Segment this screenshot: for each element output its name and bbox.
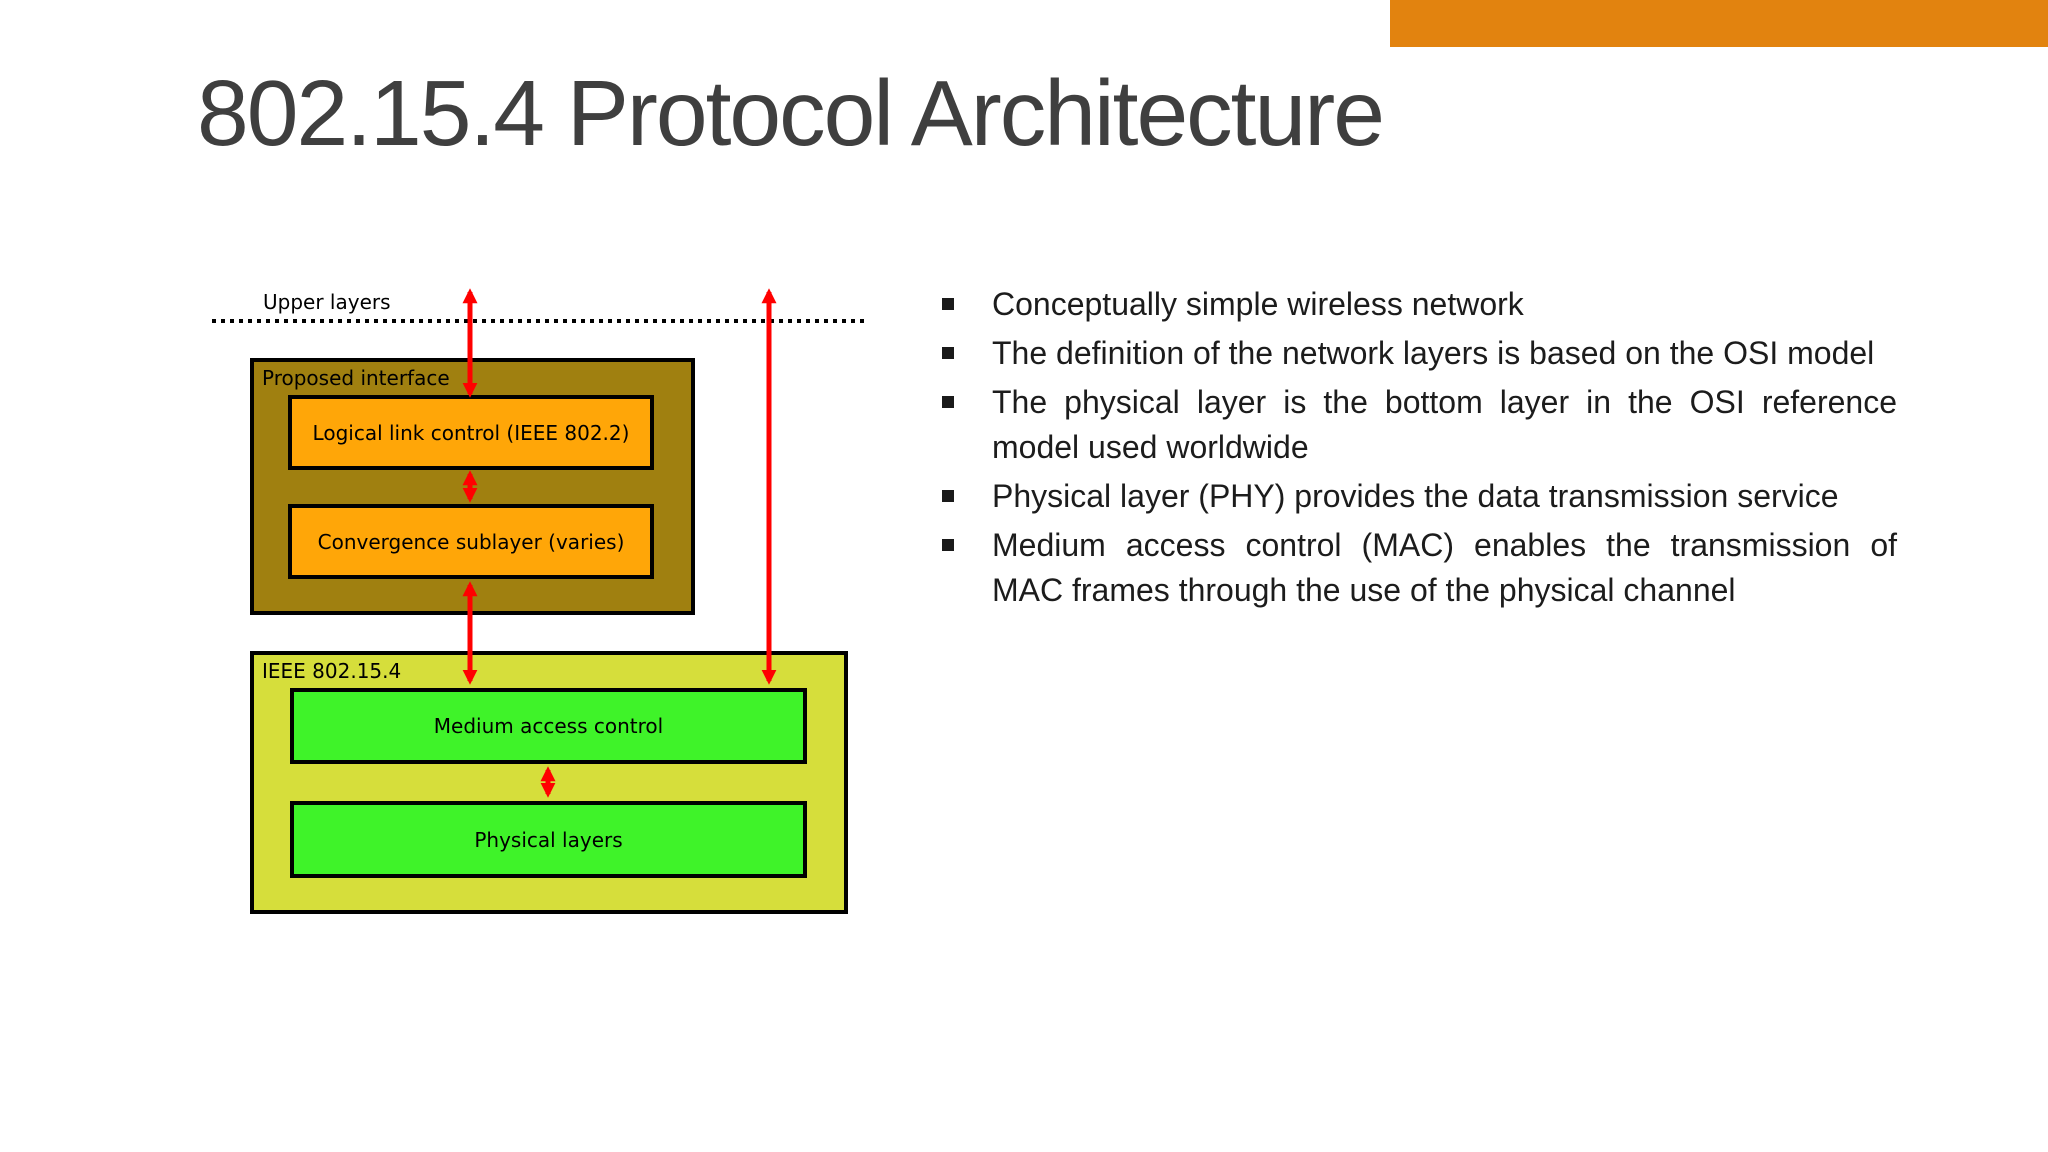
medium-access-control-box: Medium access control [290,688,807,764]
bullet-text: Physical layer (PHY) provides the data t… [992,478,1839,514]
proposed-interface-label: Proposed interface [262,366,450,390]
ieee-802-15-4-box: IEEE 802.15.4 Medium access control Phys… [250,651,848,914]
ieee-802-15-4-label: IEEE 802.15.4 [262,659,402,683]
convergence-sublayer-label: Convergence sublayer (varies) [317,529,625,554]
upper-layers-divider-dotted-line [212,319,868,323]
bullet-text: Medium access control (MAC) enables the … [992,527,1897,608]
accent-bar [1390,0,2048,47]
bullet-list: Conceptually simple wireless network The… [940,282,1897,617]
convergence-sublayer-box: Convergence sublayer (varies) [288,504,654,579]
list-item: The physical layer is the bottom layer i… [940,380,1897,470]
bullet-text: Conceptually simple wireless network [992,286,1524,322]
bullet-square-icon [942,347,954,359]
medium-access-control-label: Medium access control [433,714,664,738]
upper-layers-label: Upper layers [263,290,391,314]
proposed-interface-box: Proposed interface Logical link control … [250,358,695,615]
physical-layers-box: Physical layers [290,801,807,878]
logical-link-control-label: Logical link control (IEEE 802.2) [312,420,630,445]
page-title: 802.15.4 Protocol Architecture [197,61,1385,165]
bullet-text: The definition of the network layers is … [992,335,1875,371]
physical-layers-label: Physical layers [474,827,623,852]
list-item: Medium access control (MAC) enables the … [940,523,1897,613]
bullet-square-icon [942,396,954,408]
bullet-square-icon [942,539,954,551]
bullet-square-icon [942,490,954,502]
bullet-square-icon [942,298,954,310]
logical-link-control-box: Logical link control (IEEE 802.2) [288,395,654,470]
bullet-text: The physical layer is the bottom layer i… [992,384,1897,465]
list-item: Physical layer (PHY) provides the data t… [940,474,1897,519]
list-item: The definition of the network layers is … [940,331,1897,376]
list-item: Conceptually simple wireless network [940,282,1897,327]
